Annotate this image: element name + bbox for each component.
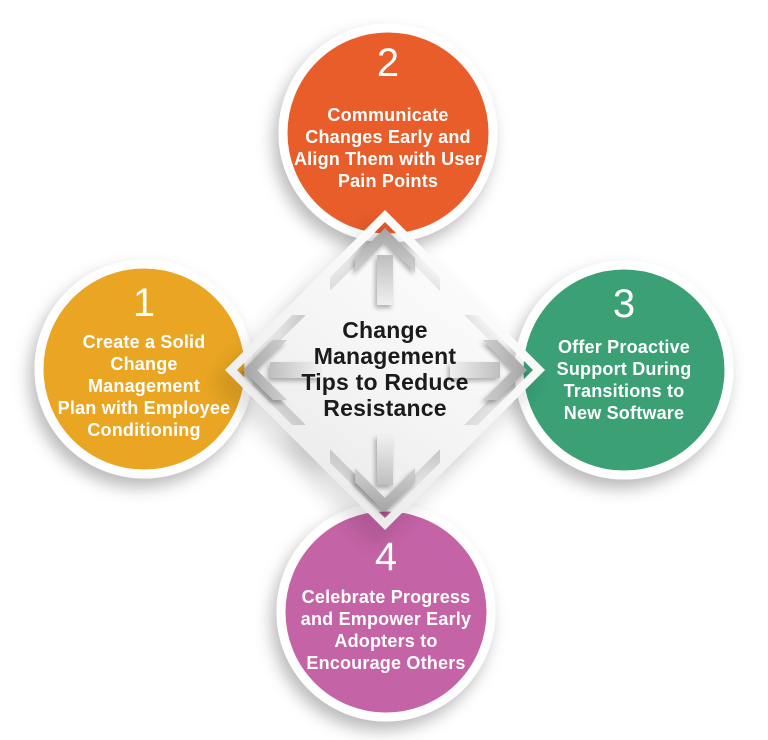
node-4-circle bbox=[276, 502, 496, 722]
node-3-circle bbox=[514, 260, 734, 480]
node-2-circle bbox=[278, 23, 498, 243]
node-1-circle bbox=[34, 259, 254, 479]
center-diamond bbox=[225, 210, 545, 530]
